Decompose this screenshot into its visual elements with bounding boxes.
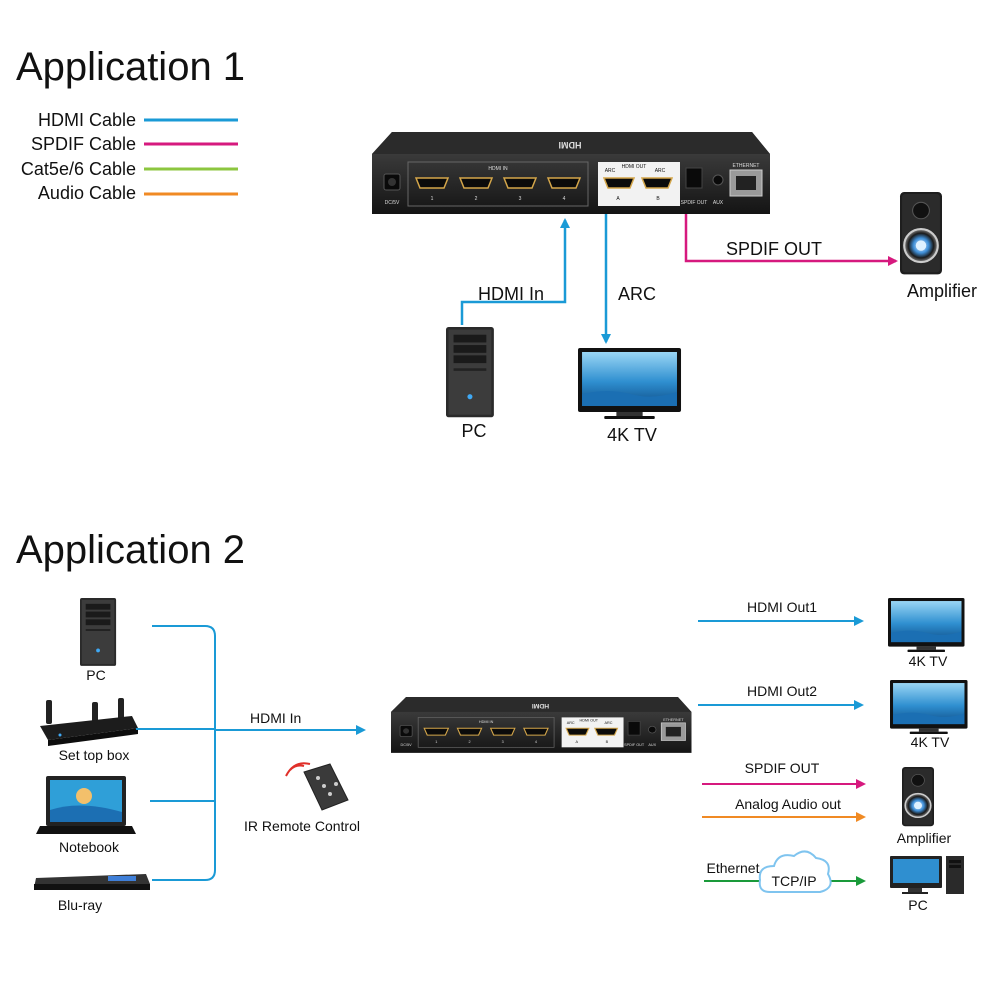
device-port-2: 2 xyxy=(475,196,478,202)
device-ethernet-label: ETHERNET xyxy=(733,163,760,169)
legend-spdif-label: SPDIF Cable xyxy=(31,134,136,154)
app1-title: Application 1 xyxy=(16,45,245,89)
device2-spdif-label: SPDIF OUT xyxy=(624,743,645,747)
app1-hdmi-in-label: HDMI In xyxy=(478,284,544,304)
app2-input-set-top-box-label: Set top box xyxy=(59,747,130,763)
app2-pc-desktop-icon xyxy=(890,856,964,894)
device2-aux-label: AUX xyxy=(648,743,656,747)
app2-input-bus xyxy=(152,625,216,881)
device-out-a: A xyxy=(616,196,620,202)
device2-arc-b: ARC xyxy=(604,721,612,725)
app1-hdmi-in-line xyxy=(460,218,570,325)
device-dc-label: DC/5V xyxy=(385,200,400,206)
app2-hdmi-matrix-device: HDMI DC/5V HDMI IN 1 2 3 4 ARC HDMI OUT … xyxy=(390,696,693,754)
app2-tv1-icon xyxy=(888,598,965,652)
app2-amplifier-icon xyxy=(901,766,935,828)
device2-out-a: A xyxy=(575,740,578,744)
device-spdif-label: SPDIF OUT xyxy=(681,200,708,206)
app2-input-notebook-label: Notebook xyxy=(59,839,120,855)
device-brand: HDMI xyxy=(559,140,582,150)
app2-hdmi-out1-label: HDMI Out1 xyxy=(747,599,817,615)
device-port-4: 4 xyxy=(563,196,566,202)
tcpip-cloud-icon xyxy=(758,850,832,893)
app2-hdmi-in-label: HDMI In xyxy=(250,710,301,726)
legend-cat-label: Cat5e/6 Cable xyxy=(21,159,136,179)
app2-title: Application 2 xyxy=(16,528,245,572)
app2-analog-label: Analog Audio out xyxy=(735,796,841,812)
device-aux-label: AUX xyxy=(713,200,724,206)
app2-input-blu-ray-label: Blu-ray xyxy=(58,897,102,913)
device-arc-b: ARC xyxy=(655,168,666,174)
app1-pc-label: PC xyxy=(461,421,486,441)
ir-remote-icon xyxy=(285,762,349,811)
app2-tcpip-label: TCP/IP xyxy=(771,873,816,889)
app1-pc-icon xyxy=(446,327,494,418)
device2-hdmi-out-label: HDMI OUT xyxy=(580,719,599,723)
device2-port-3: 3 xyxy=(502,740,504,744)
app2-tv2-label: 4K TV xyxy=(911,734,950,750)
app2-pc-label: PC xyxy=(908,897,927,913)
app2-ethernet-label: Ethernet xyxy=(707,860,760,876)
device2-dc-label: DC/5V xyxy=(401,743,413,747)
app1-tv-icon xyxy=(578,348,682,419)
app1-arc-label: ARC xyxy=(618,284,656,304)
app1-amplifier-label: Amplifier xyxy=(907,281,977,301)
device2-port-1: 1 xyxy=(435,740,437,744)
device2-port-4: 4 xyxy=(535,740,537,744)
device-hdmi-in-label: HDMI IN xyxy=(488,166,508,172)
legend-audio-label: Audio Cable xyxy=(38,183,136,203)
app2-tv1-label: 4K TV xyxy=(909,653,948,669)
app1-spdif-line xyxy=(684,214,898,266)
app2-amplifier-label: Amplifier xyxy=(897,830,952,846)
device-port-3: 3 xyxy=(519,196,522,202)
device2-arc-a: ARC xyxy=(567,721,575,725)
device-out-b: B xyxy=(656,196,660,202)
device2-ethernet-label: ETHERNET xyxy=(663,718,684,722)
device2-hdmi-in-label: HDMI IN xyxy=(479,720,494,724)
device2-out-b: B xyxy=(606,740,609,744)
device2-brand: HDMI xyxy=(532,702,550,709)
app2-tv2-icon xyxy=(890,680,968,734)
app2-hdmi-out2-label: HDMI Out2 xyxy=(747,683,817,699)
app2-pc-icon xyxy=(80,598,117,666)
device-port-1: 1 xyxy=(431,196,434,202)
hdmi-matrix-device: HDMI DC/5V HDMI IN 1 2 3 4 ARC HDMI OUT … xyxy=(371,131,771,215)
app1-spdif-label: SPDIF OUT xyxy=(726,239,822,259)
set-top-box-icon xyxy=(40,698,138,746)
app1-tv-label: 4K TV xyxy=(607,425,657,445)
device2-port-2: 2 xyxy=(468,740,470,744)
device-hdmi-out-label: HDMI OUT xyxy=(622,164,647,170)
legend: HDMI Cable SPDIF Cable Cat5e/6 Cable Aud… xyxy=(21,110,238,203)
app1-amplifier-icon xyxy=(898,190,944,276)
notebook-icon xyxy=(36,776,136,834)
legend-hdmi-label: HDMI Cable xyxy=(38,110,136,130)
app2-input-pc-label: PC xyxy=(86,667,105,683)
app2-spdif-label: SPDIF OUT xyxy=(745,760,820,776)
app2-ir-remote-label: IR Remote Control xyxy=(244,818,360,834)
device-arc-a: ARC xyxy=(605,168,616,174)
blu-ray-icon xyxy=(34,874,150,890)
